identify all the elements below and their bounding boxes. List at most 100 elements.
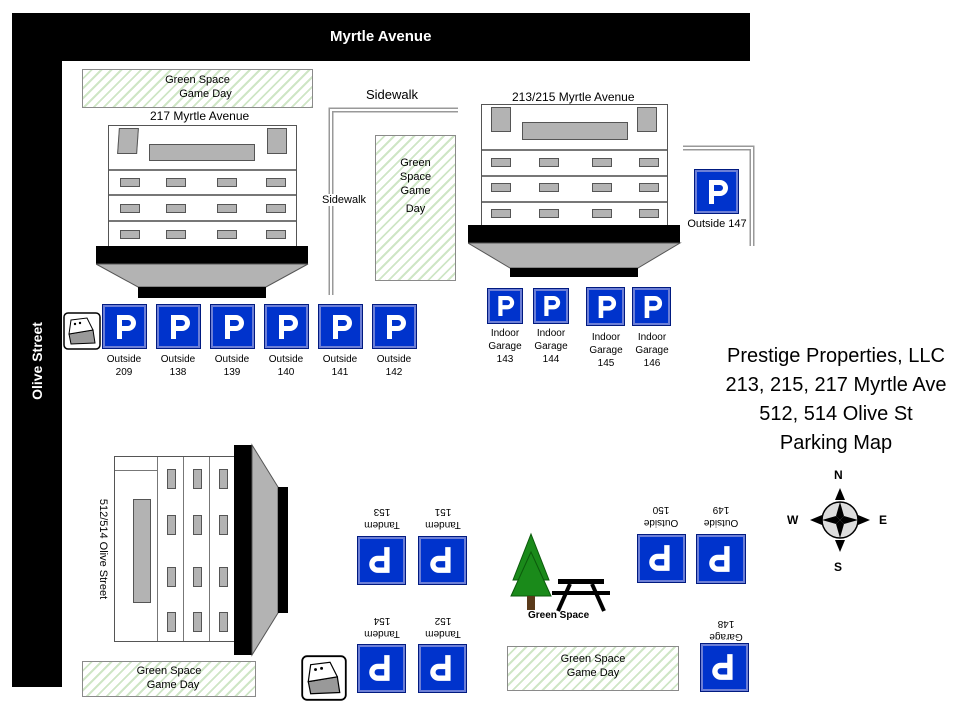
label-line2: 142 [385, 367, 403, 378]
parking-sign-icon [709, 546, 730, 572]
label-line1: Outside [376, 354, 412, 365]
label-line3: 145 [597, 358, 615, 369]
label-line1: Outside [268, 354, 304, 365]
game-day-label: Game Day [146, 679, 200, 691]
parking-sign-icon [712, 654, 734, 681]
title-company: Prestige Properties, LLC [727, 345, 945, 367]
building-213-label: 213/215 Myrtle Avenue [512, 90, 635, 104]
parking-sign-icon [430, 547, 452, 574]
label-line2: 153 [373, 506, 391, 517]
outside-139-label: Outside 139 [207, 353, 257, 379]
building-512-deck [234, 443, 288, 657]
trash-dumpster-icon [301, 655, 347, 701]
label-line2: Garage [534, 341, 568, 352]
parking-spot-147[interactable] [695, 170, 738, 213]
olive-street-label: Olive Street [29, 322, 45, 400]
label-line2: 151 [434, 506, 452, 517]
label-line1: Indoor [536, 328, 566, 339]
compass-w: W [787, 513, 799, 527]
myrtle-avenue-label: Myrtle Avenue [330, 28, 432, 45]
skylight-right [267, 128, 287, 154]
day-label: Day [405, 203, 426, 215]
parking-sign-icon [332, 314, 352, 339]
sidewalk-label-side: Sidewalk [322, 194, 367, 206]
label-line1: Outside [160, 354, 196, 365]
parking-sign-icon [224, 314, 244, 339]
outside-140-label: Outside 140 [261, 353, 311, 379]
parking-spot-209[interactable] [103, 305, 146, 348]
parking-sign-icon [430, 655, 452, 682]
skylight-left [117, 128, 139, 154]
building-512 [114, 456, 240, 642]
olive-street-road: Olive Street [12, 13, 62, 687]
space-label: Space [399, 171, 432, 183]
title-subtitle: Parking Map [779, 432, 893, 454]
trash-dumpster-icon [63, 312, 101, 350]
parking-spot-152[interactable] [419, 645, 466, 692]
label-line2: 209 [115, 367, 133, 378]
building-217-label: 217 Myrtle Avenue [150, 109, 250, 123]
parking-sign-icon [116, 314, 136, 339]
parking-spot-150[interactable] [638, 535, 685, 582]
label-line2: 154 [373, 615, 391, 626]
label-line1: Outside [322, 354, 358, 365]
game-day-label: Game Day [179, 88, 232, 100]
parking-spot-140[interactable] [265, 305, 308, 348]
game-day-label: Game Day [566, 667, 620, 679]
building-217 [108, 125, 297, 247]
parking-sign-icon [649, 545, 671, 572]
parking-sign-icon [369, 547, 391, 574]
picnic-table-icon [552, 579, 610, 612]
green-space-middle: Green Space Game Day [375, 135, 456, 281]
compass-rose-icon [810, 488, 870, 552]
label-line2: Garage [635, 345, 669, 356]
parking-spot-144[interactable] [534, 289, 568, 323]
parking-spot-146[interactable] [633, 288, 670, 325]
label-line2: Garage [589, 345, 623, 356]
label-line1: Outside [643, 517, 679, 528]
map-title: Prestige Properties, LLC 213, 215, 217 M… [702, 342, 970, 458]
parking-spot-148[interactable] [701, 644, 748, 691]
green-space-top-left: Green Space Game Day [82, 69, 313, 108]
parking-spot-153[interactable] [358, 537, 405, 584]
label-line2: 149 [712, 504, 730, 515]
building-213 [481, 104, 668, 228]
parking-spot-151[interactable] [419, 537, 466, 584]
compass-s: S [834, 560, 843, 574]
outside-147-label: Outside 147 [687, 218, 747, 230]
parking-spot-139[interactable] [211, 305, 254, 348]
parking-spot-154[interactable] [358, 645, 405, 692]
outside-147-wall [683, 145, 755, 246]
parking-sign-icon [369, 655, 391, 682]
building-512-label: 512/514 Olive Street [97, 498, 109, 600]
label-line1: Indoor [490, 328, 520, 339]
compass-e: E [879, 513, 888, 527]
label-line1: Outside [214, 354, 250, 365]
parking-sign-icon [598, 295, 616, 318]
parking-spot-138[interactable] [157, 305, 200, 348]
parking-spot-141[interactable] [319, 305, 362, 348]
parking-spot-142[interactable] [373, 305, 416, 348]
parking-spot-145[interactable] [587, 288, 624, 325]
parking-spot-143[interactable] [488, 289, 522, 323]
building-217-deck [96, 246, 309, 298]
label-line2: Garage [488, 341, 522, 352]
label-line1: Outside [106, 354, 142, 365]
parking-spot-149[interactable] [697, 535, 745, 583]
label-line2: 139 [223, 367, 241, 378]
label-line2: 140 [277, 367, 295, 378]
green-space-bottom-center: Green Space Game Day [507, 646, 679, 691]
label-line2: 138 [169, 367, 187, 378]
parking-sign-icon [544, 296, 561, 316]
parking-sign-icon [708, 179, 728, 204]
green-space-label: Green Space [560, 653, 626, 665]
parking-sign-icon [278, 314, 298, 339]
